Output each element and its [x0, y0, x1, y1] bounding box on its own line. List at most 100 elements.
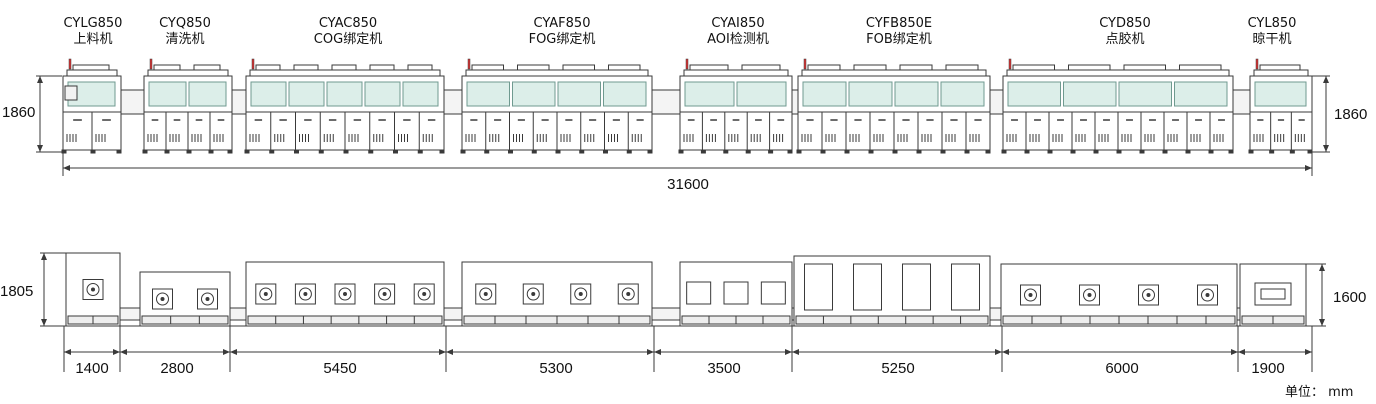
- fan-blade: [1024, 288, 1037, 302]
- top-height-right: 1600: [1333, 289, 1367, 306]
- top-conveyor: [989, 307, 1002, 321]
- foot: [678, 149, 684, 154]
- top-hood: [741, 64, 781, 71]
- foot: [964, 149, 970, 154]
- top-machine-4: [679, 261, 793, 327]
- front-conveyor: [791, 89, 799, 115]
- machine-label-cog-bonder: CYAC850 COG绑定机: [314, 16, 382, 48]
- foot: [484, 149, 490, 154]
- front-conveyor: [231, 89, 247, 115]
- glass-window: [1254, 81, 1307, 107]
- top-machine-5: [793, 255, 991, 327]
- segment-width-dim-1-arrow-start: [120, 349, 127, 355]
- top-machine-6: [1000, 263, 1238, 327]
- fan-blade: [526, 287, 540, 301]
- inspection-box: [723, 281, 749, 305]
- foot: [142, 149, 148, 154]
- foot: [1024, 149, 1030, 154]
- top-hood: [853, 64, 887, 71]
- glass-window: [848, 81, 893, 107]
- glass-window: [148, 81, 187, 107]
- segment-width-dim-4-arrow-start: [654, 349, 661, 355]
- signal-light: [251, 58, 255, 70]
- machine-model: CYL850: [1247, 16, 1297, 31]
- glass-window: [557, 81, 601, 107]
- machine-label-loader: CYLG850 上料机: [64, 16, 123, 48]
- fan-blade: [1201, 288, 1214, 302]
- segment-width-dim-2-arrow-start: [230, 349, 237, 355]
- signal-light: [685, 58, 689, 70]
- top-hood: [153, 64, 181, 71]
- segment-width-dim-4-arrow-end: [785, 349, 792, 355]
- segment-width-dim-6-arrow-end: [1231, 349, 1238, 355]
- front-conveyor: [1232, 89, 1251, 115]
- machine-name: 晾干机: [1252, 32, 1292, 47]
- top-machine-2: [245, 261, 445, 327]
- machine-name: 点胶机: [1105, 32, 1145, 47]
- top-cap: [249, 69, 441, 77]
- top-cap: [1006, 69, 1230, 77]
- unit-label: 单位： mm: [1285, 385, 1354, 400]
- front-height-left-dim-arrow-top: [37, 76, 43, 83]
- control-panel: [64, 85, 78, 101]
- fan-blade: [621, 287, 635, 301]
- fan-hub: [303, 292, 308, 296]
- top-height-right-dim-arrow-bottom: [1319, 319, 1325, 326]
- glass-window: [940, 81, 985, 107]
- fan-hub: [578, 292, 583, 296]
- top-conveyor: [119, 307, 141, 321]
- foot: [417, 149, 423, 154]
- foot: [1269, 149, 1275, 154]
- foot: [1208, 149, 1214, 154]
- foot: [555, 149, 561, 154]
- panel-frame: [951, 263, 980, 311]
- fan-blade: [156, 292, 169, 306]
- top-hood: [369, 64, 395, 71]
- fan-blade: [417, 287, 431, 301]
- machine-name: FOB绑定机: [866, 32, 932, 47]
- foot: [768, 149, 774, 154]
- width-loader: 1400: [75, 360, 109, 377]
- inspection-box: [760, 281, 786, 305]
- front-height-right-dim-arrow-bottom: [1323, 145, 1329, 152]
- signal-light: [467, 58, 471, 70]
- machine-label-fog-bonder: CYAF850 FOG绑定机: [529, 16, 596, 48]
- top-cap: [1253, 69, 1309, 77]
- fan-blade: [338, 287, 352, 301]
- top-conveyor: [443, 307, 463, 321]
- foot: [186, 149, 192, 154]
- fan-hub: [382, 292, 387, 296]
- machine-model: CYFB850E: [865, 16, 933, 31]
- fan-hub: [1028, 293, 1033, 297]
- total-length-dim-arrow-end: [1305, 165, 1312, 171]
- dryer-inner: [1260, 288, 1286, 300]
- foot: [227, 149, 233, 154]
- foot: [269, 149, 275, 154]
- machine-name: AOI检测机: [707, 32, 769, 47]
- glass-window: [1063, 81, 1117, 107]
- foot: [90, 149, 96, 154]
- foot: [745, 149, 751, 154]
- foot: [116, 149, 122, 154]
- machine-name: 清洗机: [165, 32, 205, 47]
- top-height-left: 1805: [0, 283, 34, 300]
- top-machine-0: [65, 252, 121, 327]
- front-conveyor: [651, 89, 681, 115]
- top-conveyor: [651, 307, 681, 321]
- fan-blade: [378, 287, 392, 301]
- foot: [1185, 149, 1191, 154]
- top-machine-1: [139, 271, 231, 327]
- fan-hub: [626, 292, 631, 296]
- total-length: 31600: [667, 176, 709, 193]
- glass-window: [684, 81, 735, 107]
- machine-label-dispenser: CYD850 点胶机: [1099, 16, 1151, 48]
- top-hood: [562, 64, 595, 71]
- foot: [603, 149, 608, 154]
- front-conveyor: [989, 89, 1004, 115]
- width-cleaner: 2800: [160, 360, 194, 377]
- front-height-right-dim-arrow-top: [1323, 76, 1329, 83]
- foot: [460, 149, 466, 154]
- foot: [1248, 149, 1254, 154]
- top-hood: [1259, 64, 1301, 71]
